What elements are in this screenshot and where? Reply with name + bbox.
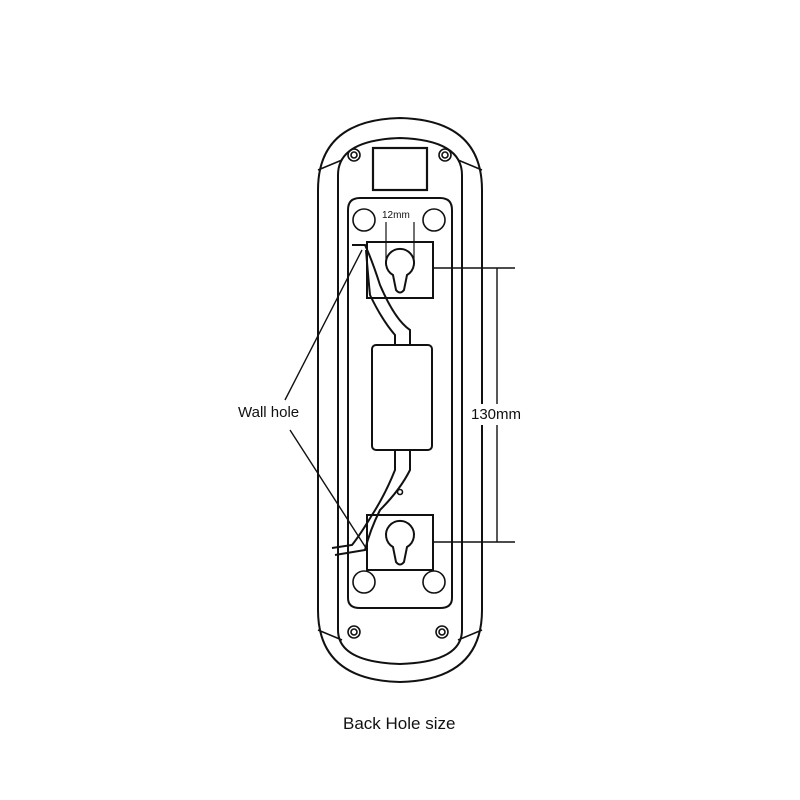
height-dimension-label: 130mm (471, 404, 522, 425)
inner-panel (337, 136, 463, 666)
lower-mount-plate (366, 514, 434, 571)
cable-channel (331, 244, 411, 556)
wall-hole-leaders (284, 249, 367, 549)
caption: Back Hole size (343, 714, 456, 733)
hole-spacing-label: 12mm (382, 210, 410, 221)
wall-hole-label: Wall hole (238, 404, 300, 421)
upper-keyhole (385, 247, 415, 294)
top-bevel-line (317, 159, 483, 641)
small-hole (396, 488, 404, 496)
outer-housing (317, 116, 483, 684)
upper-mount-plate (366, 241, 434, 299)
hole-spacing-lines (385, 222, 415, 262)
lower-keyhole (385, 519, 415, 566)
top-window (371, 146, 429, 192)
center-box (371, 344, 433, 451)
screw-icons (347, 148, 452, 639)
inner-recess (347, 197, 453, 609)
